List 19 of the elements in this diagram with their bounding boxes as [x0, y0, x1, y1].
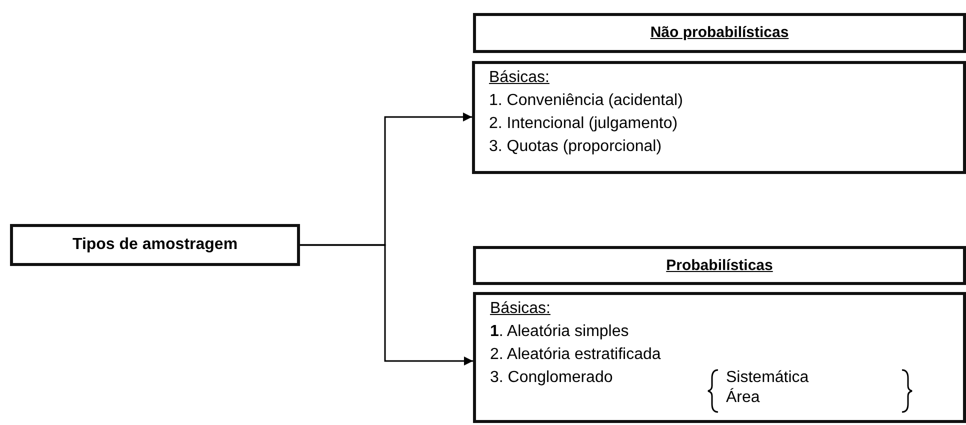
root-box	[10, 224, 300, 266]
list-box	[472, 61, 966, 174]
header-label: Probabilísticas	[665, 256, 774, 274]
list-item: 2. Intencional (julgamento)	[489, 115, 678, 133]
list-item: 2. Aleatória estratificada	[490, 346, 661, 364]
header-label: Não probabilísticas	[649, 24, 790, 42]
list-item: Área	[726, 389, 760, 407]
list-item: 3. Conglomerado	[490, 369, 613, 387]
list-item: 3. Quotas (proporcional)	[489, 138, 662, 156]
section-label: Básicas:	[490, 300, 550, 318]
list-item: 1. Conveniência (acidental)	[489, 92, 683, 110]
list-item: 1. Aleatória simples	[490, 323, 629, 341]
section-label: Básicas:	[489, 69, 550, 87]
list-item: Sistemática	[726, 369, 809, 387]
connector-arrow	[300, 244, 473, 366]
title-label: Tipos de amostragem	[71, 236, 239, 254]
category-header-box	[473, 13, 966, 53]
category-header-box	[473, 246, 966, 285]
list-box	[473, 292, 966, 423]
